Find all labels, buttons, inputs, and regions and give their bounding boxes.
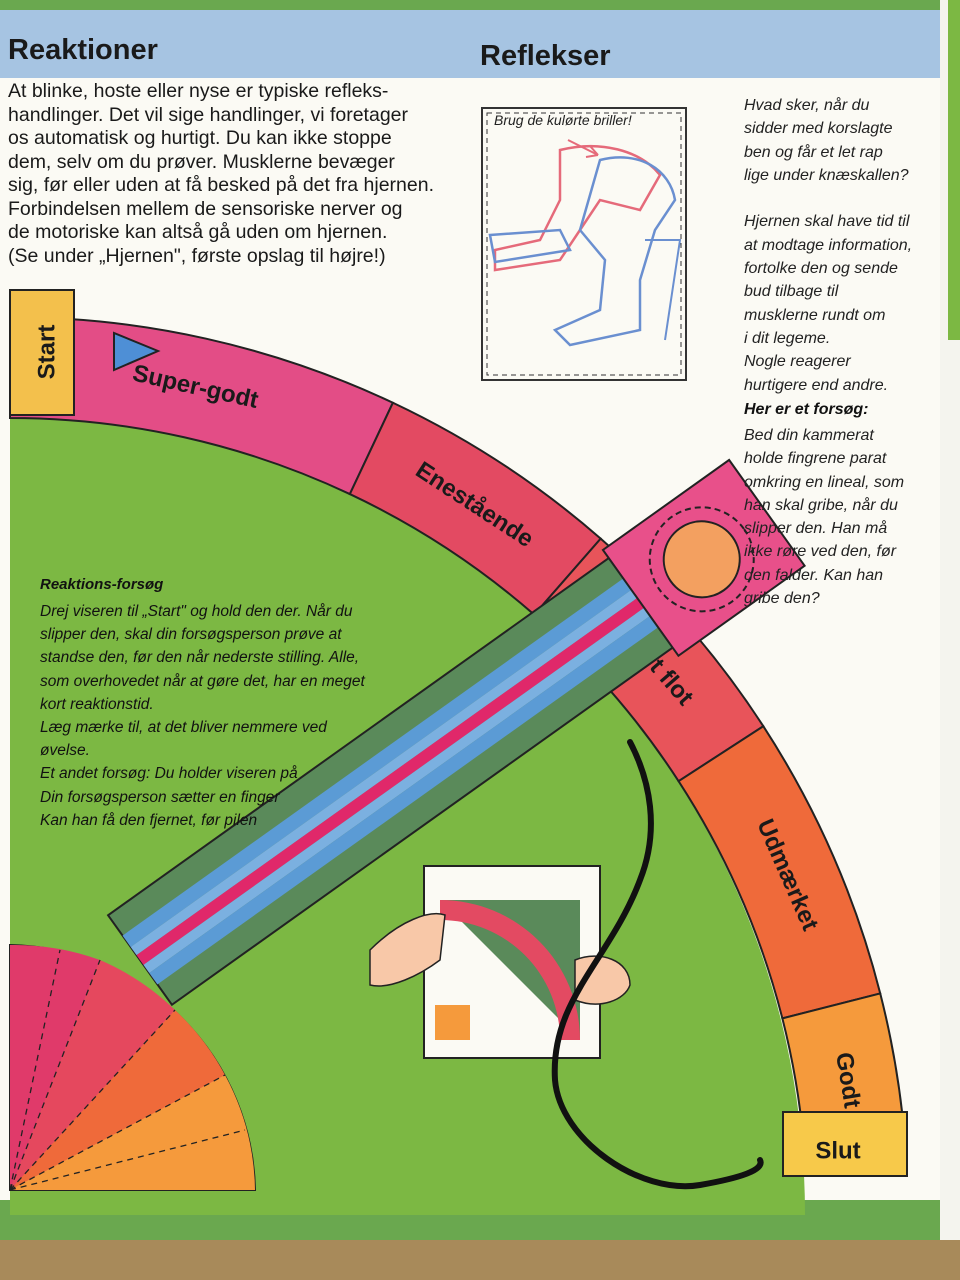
reaction-test-title: Reaktions-forsøg — [40, 576, 164, 593]
end-tab: Slut — [782, 1111, 908, 1177]
end-label: Slut — [815, 1137, 860, 1164]
pivot-disc — [9, 943, 257, 1191]
header-band — [0, 10, 940, 78]
inset-illustration — [369, 865, 631, 1059]
experiment-steps: Bed din kammerat holde fingrene parat om… — [744, 427, 905, 608]
dial-pointer — [106, 458, 807, 1007]
reflex-question: Hvad sker, når du sidder med korslagte b… — [744, 97, 913, 394]
heading-reaktioner: Reaktioner — [8, 34, 158, 66]
glasses-caption: Brug de kulørte briller! — [494, 112, 632, 128]
reaction-test-text: Drej viseren til „Start" og hold den der… — [40, 603, 365, 829]
start-arrow-icon — [113, 331, 161, 372]
right-board-green — [948, 0, 960, 340]
reflex-sketch-box — [481, 107, 687, 381]
elastic-cord — [551, 739, 764, 1190]
heading-reflekser: Reflekser — [480, 40, 611, 72]
intro-paragraph: At blinke, hoste eller nyse er typiske r… — [8, 80, 435, 267]
experiment-heading: Her er et forsøg: — [744, 401, 869, 418]
start-tab: Start — [9, 289, 75, 416]
start-label: Start — [33, 325, 60, 380]
